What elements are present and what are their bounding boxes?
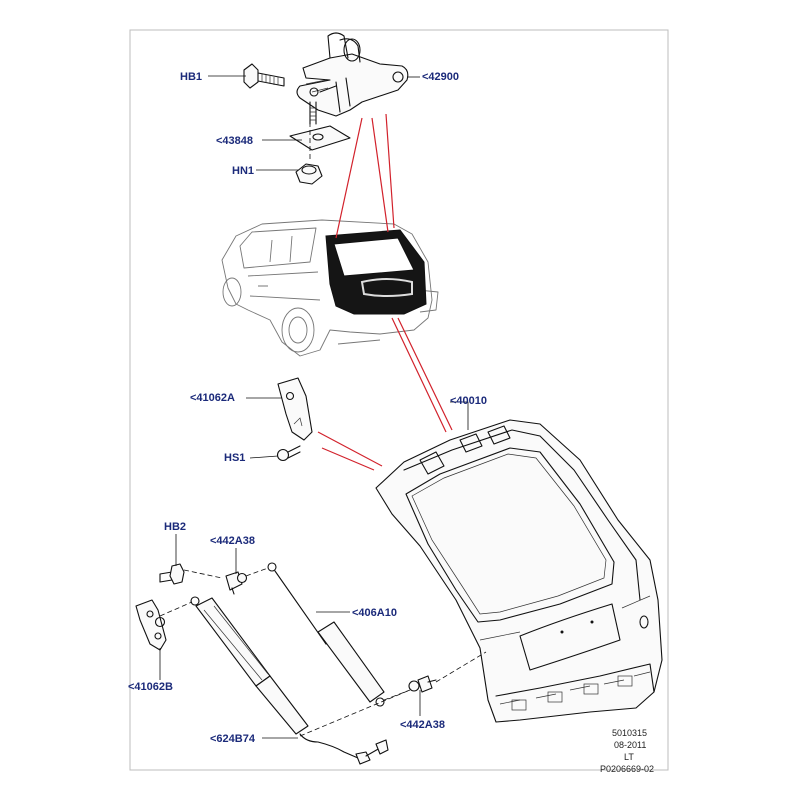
diagram-market: LT: [624, 752, 634, 762]
callout-624b74[interactable]: <624B74: [210, 733, 256, 745]
power-strut-624b74[interactable]: [190, 596, 389, 765]
diagram-code: 5010315: [612, 728, 647, 738]
callout-hb1[interactable]: HB1: [180, 71, 202, 83]
callout-hn1[interactable]: HN1: [232, 165, 254, 177]
callout-41062a[interactable]: <41062A: [190, 392, 235, 404]
assembly-lines: [159, 122, 487, 737]
callout-hb2[interactable]: HB2: [164, 521, 186, 533]
ball-stud-top[interactable]: [225, 571, 248, 595]
hinge-nut-hn1[interactable]: [295, 163, 323, 185]
callout-406a10[interactable]: <406A10: [352, 607, 397, 619]
diagram-reference: P0206669-02: [600, 764, 654, 774]
diagram-date: 08-2011: [614, 740, 646, 750]
hinge-stud: [309, 101, 317, 125]
callout-hs1[interactable]: HS1: [224, 452, 245, 464]
bracket-41062a[interactable]: [277, 377, 313, 441]
callout-442a38-bottom[interactable]: <442A38: [400, 719, 445, 731]
hinge-gasket[interactable]: [289, 125, 351, 151]
vehicle-outline: [221, 219, 439, 357]
callout-442a38-top[interactable]: <442A38: [210, 535, 255, 547]
callout-40010[interactable]: <40010: [450, 395, 487, 407]
callout-43848[interactable]: <43848: [216, 135, 253, 147]
callout-41062b[interactable]: <41062B: [128, 681, 173, 693]
bolt-hb2[interactable]: [159, 563, 185, 585]
screw-hs1[interactable]: [276, 445, 301, 462]
bracket-41062b[interactable]: [135, 599, 167, 651]
tailgate-hinge[interactable]: [296, 32, 409, 117]
leader-lines: [159, 75, 469, 739]
vehicle-tailgate-highlight: [325, 229, 427, 315]
hinge-bolt-hb1[interactable]: [243, 63, 285, 89]
tailgate-panel[interactable]: [375, 419, 663, 723]
ball-stud-bottom[interactable]: [408, 675, 437, 693]
callout-42900[interactable]: <42900: [422, 71, 459, 83]
location-indicator-lines: [317, 113, 453, 471]
gas-strut-406a10[interactable]: [267, 562, 385, 707]
